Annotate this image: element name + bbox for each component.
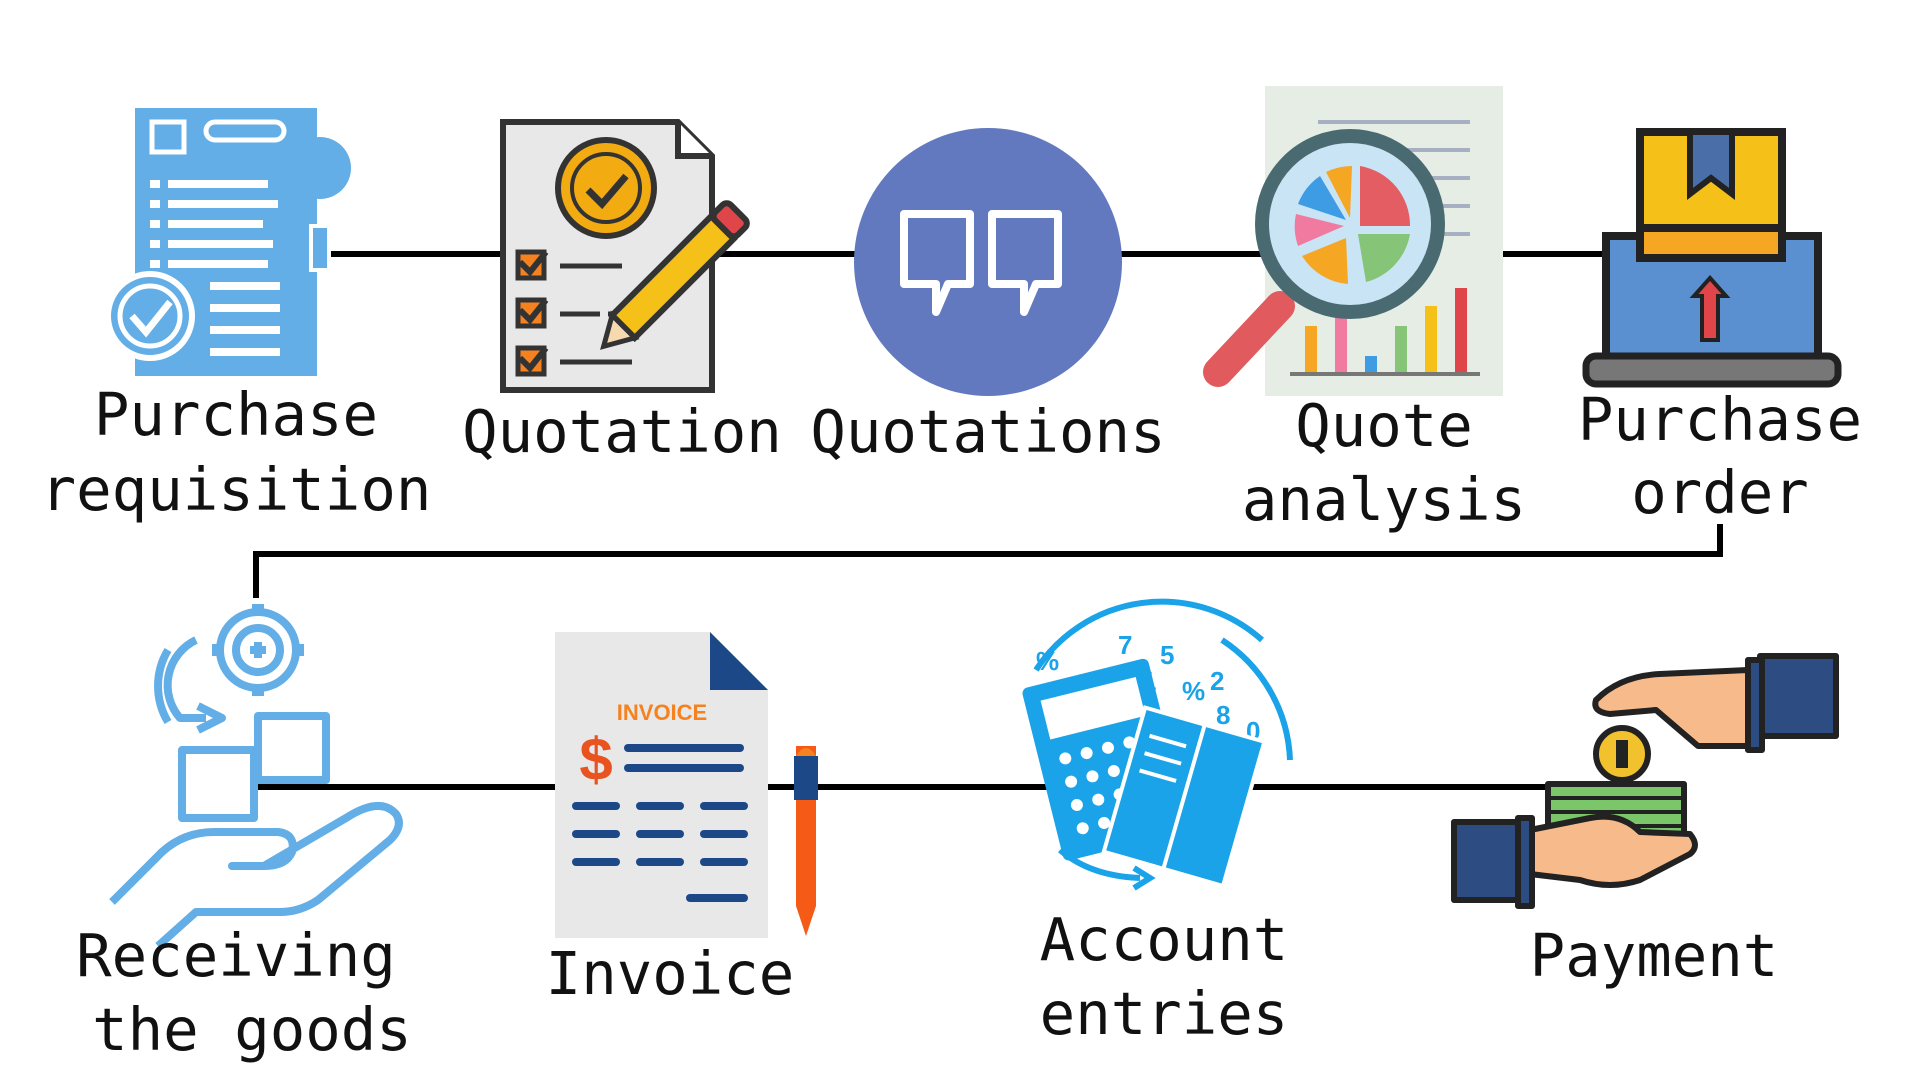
- calculator-book-icon: % 7 5 1 % 2 8 0: [1022, 598, 1293, 891]
- step-label-line: Account: [1040, 905, 1289, 974]
- step-label-line: Quotation: [462, 397, 782, 466]
- step-label-line: entries: [1040, 979, 1289, 1048]
- hands-coin-icon: [1451, 653, 1839, 909]
- step-label-line: Payment: [1530, 921, 1779, 990]
- step-payment: Payment: [1451, 653, 1839, 990]
- step-label-line: order: [1631, 458, 1809, 527]
- step-invoice: INVOICE $ Invoice: [546, 632, 818, 1008]
- account-symbol: 2: [1210, 666, 1224, 696]
- step-label-line: analysis: [1242, 465, 1526, 534]
- quotation-checklist-icon: [500, 119, 750, 393]
- connector-wrap: [253, 524, 1723, 598]
- account-symbol: 5: [1160, 640, 1174, 670]
- invoice-document-icon: INVOICE $: [555, 632, 818, 938]
- step-label-line: Quote: [1295, 391, 1473, 460]
- requisition-document-icon: [105, 108, 351, 376]
- step-label-line: the goods: [92, 995, 412, 1064]
- quotation-marks-icon: [854, 128, 1122, 396]
- step-label-line: Receiving: [76, 921, 396, 990]
- step-quotation: Quotation: [462, 119, 782, 466]
- step-label-line: requisition: [41, 455, 432, 524]
- step-label-line: Purchase: [94, 380, 378, 449]
- step-label-line: Quotations: [810, 397, 1165, 466]
- laptop-package-icon: [1582, 128, 1842, 388]
- step-purchase-requisition: Purchase requisition: [41, 108, 432, 524]
- invoice-currency-symbol: $: [579, 726, 612, 793]
- step-receiving-goods: Receiving the goods: [76, 604, 412, 1064]
- account-symbol: %: [1036, 646, 1059, 676]
- account-symbol: 7: [1118, 630, 1132, 660]
- step-quotations: Quotations: [810, 128, 1166, 466]
- hand-boxes-icon: [109, 604, 403, 949]
- account-symbol: 8: [1216, 700, 1230, 730]
- magnifier-chart-icon: [1203, 86, 1503, 396]
- step-label-line: Invoice: [546, 939, 795, 1008]
- step-account-entries: % 7 5 1 % 2 8 0: [1022, 598, 1293, 1048]
- invoice-heading: INVOICE: [617, 700, 707, 725]
- step-purchase-order: Purchase order: [1578, 128, 1862, 527]
- step-quote-analysis: Quote analysis: [1203, 86, 1526, 534]
- account-symbol: %: [1182, 676, 1205, 706]
- step-label-line: Purchase: [1578, 385, 1862, 454]
